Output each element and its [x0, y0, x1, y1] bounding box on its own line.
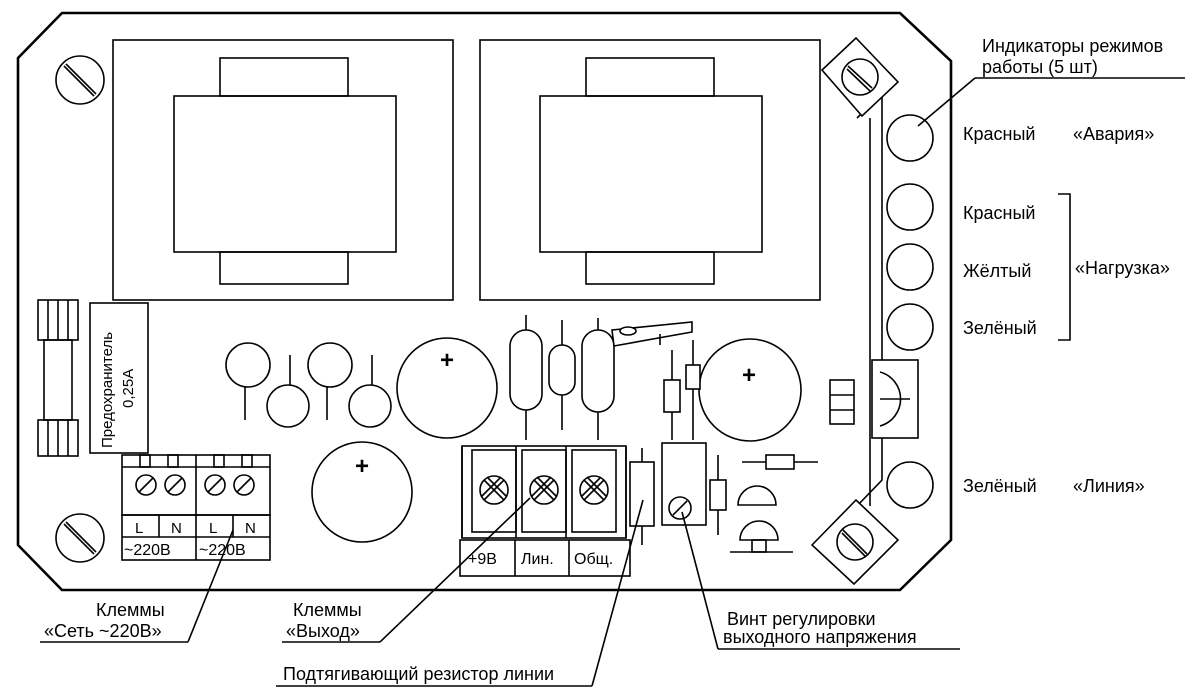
mains-pin-l-1: L — [135, 520, 143, 537]
electrolytic-capacitor-1 — [396, 337, 498, 439]
mounting-screw-top-left — [55, 55, 105, 105]
callout-mains-leader — [187, 529, 234, 643]
electrolytic-capacitor-2 — [311, 441, 413, 543]
output-terminal-screws — [479, 475, 609, 505]
capacitor-3-plus: + — [742, 362, 756, 389]
load-group-label: «Нагрузка» — [1075, 258, 1170, 278]
callout-screw-line1: Винт регулировки — [727, 609, 876, 629]
transformer-left — [112, 39, 454, 301]
output-label-line: Лин. — [521, 551, 554, 568]
small-resistors — [663, 340, 818, 535]
callout-output-line2: «Выход» — [286, 621, 360, 641]
board-outline — [16, 11, 953, 592]
power-resistors — [509, 315, 615, 440]
callout-resistor-leader — [591, 499, 644, 687]
panel-screw-top — [820, 36, 900, 118]
fuse-label: Предохранитель — [99, 332, 116, 448]
led-load-yellow — [886, 243, 934, 291]
callout-output-leader — [379, 497, 531, 643]
mains-pin-l-2: L — [209, 520, 217, 537]
capacitor-1-plus: + — [440, 347, 454, 374]
output-terminal-block — [459, 445, 631, 577]
led-4-color: Зелёный — [963, 318, 1037, 338]
led-header-line2: работы (5 шт) — [982, 57, 1098, 77]
mains-pin-n-2: N — [245, 520, 256, 537]
capacitor-2-plus: + — [355, 453, 369, 480]
transistors — [730, 485, 793, 553]
callout-mains-line2: «Сеть ~220В» — [44, 621, 162, 641]
output-label-plus9v: +9В — [468, 551, 497, 568]
regulator-chip — [611, 321, 693, 347]
led-1-color: Красный — [963, 124, 1035, 144]
mains-voltage-2: ~220В — [199, 542, 246, 559]
pullup-resistor — [629, 448, 655, 545]
mains-voltage-1: ~220В — [124, 542, 171, 559]
fuse — [37, 299, 149, 457]
electrolytic-capacitor-3 — [698, 338, 802, 442]
callout-resistor: Подтягивающий резистор линии — [283, 664, 554, 684]
transformer-right — [479, 39, 821, 301]
led-2-color: Красный — [963, 203, 1035, 223]
mains-pin-n-1: N — [171, 520, 182, 537]
led-5-mode: «Линия» — [1073, 476, 1145, 496]
led-line-green — [886, 461, 934, 509]
led-header-leader — [917, 77, 976, 127]
callout-output-line1: Клеммы — [293, 600, 362, 620]
led-5-color: Зелёный — [963, 476, 1037, 496]
load-group-bracket — [1058, 193, 1071, 341]
callout-screw-leader — [681, 511, 719, 650]
led-header-line1: Индикаторы режимов — [982, 36, 1163, 56]
mains-terminal-screws — [135, 474, 255, 496]
led-load-green — [886, 303, 934, 351]
callout-screw-line2: выходного напряжения — [723, 627, 917, 647]
mains-terminal-block — [121, 454, 271, 561]
small-capacitors — [225, 342, 392, 428]
mounting-screw-bottom-left — [55, 513, 105, 563]
callout-mains-line1: Клеммы — [96, 600, 165, 620]
output-label-common: Общ. — [574, 551, 613, 568]
panel-screw-bottom — [810, 498, 900, 586]
led-load-red — [886, 183, 934, 231]
led-1-mode: «Авария» — [1073, 124, 1154, 144]
led-panel — [829, 92, 919, 507]
trimmer-potentiometer — [661, 442, 707, 526]
led-3-color: Жёлтый — [963, 261, 1031, 281]
fuse-rating-label: 0,25А — [120, 369, 137, 408]
led-emergency-red — [886, 114, 934, 162]
